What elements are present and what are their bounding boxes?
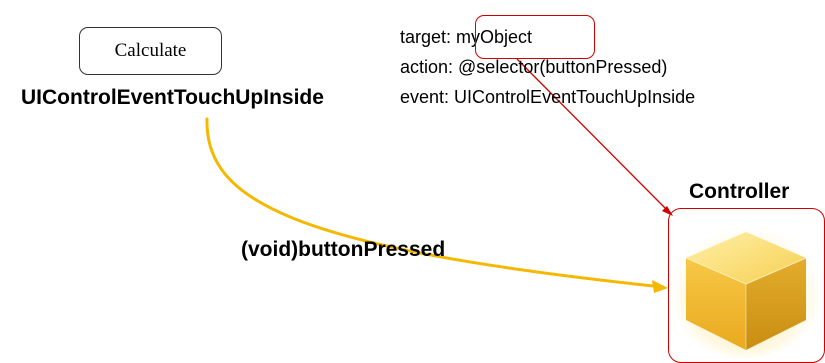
calculate-button[interactable]: Calculate [79, 27, 222, 75]
event-line: event: UIControlEventTouchUpInside [400, 87, 696, 107]
method-label: (void)buttonPressed [241, 238, 446, 261]
controller-highlight-box [668, 208, 825, 363]
controller-label: Controller [689, 180, 790, 203]
calculate-button-label: Calculate [114, 40, 187, 61]
event-label: UIControlEventTouchUpInside [21, 86, 324, 109]
target-connector-line [516, 58, 671, 214]
action-line: action: @selector(buttonPressed) [400, 57, 668, 77]
message-arrowhead [652, 280, 668, 293]
target-prefix: target: [400, 27, 457, 47]
message-arrow [205, 117, 665, 289]
target-action-info: target: myObject action: @selector(butto… [400, 22, 695, 112]
cube-icon [670, 222, 822, 358]
target-highlight-box [475, 15, 595, 59]
